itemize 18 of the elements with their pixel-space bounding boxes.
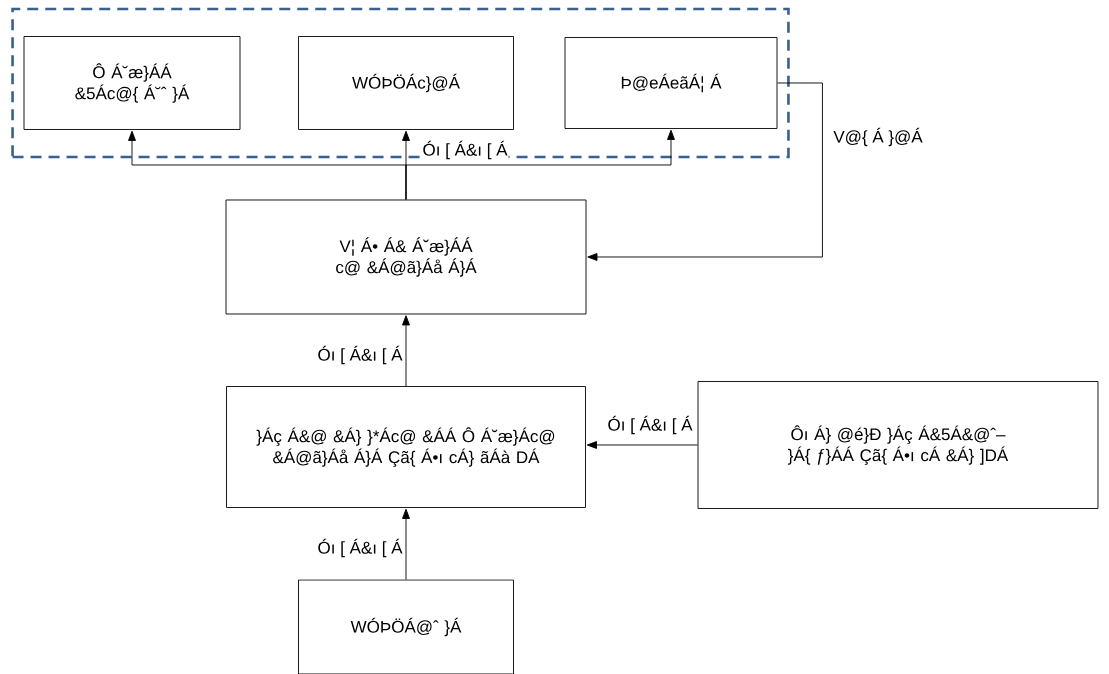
process-box: WÓÞÖÁc}@Á xyxy=(298,36,514,130)
edge-label: Óı [ Á&ı [ Á xyxy=(421,139,509,161)
edge-label: V@{ Á }@Á xyxy=(832,126,924,148)
process-box: Ôı Á} @é}Ð }Áç Á&5Á&@ˆ–}Á{ ƒ}ÁÁ Çã{ Á•ı cÁ &Á} ]DÁ xyxy=(697,381,1099,509)
group-frame xyxy=(11,7,790,159)
edge-label: Óı [ Á&ı [ Á xyxy=(316,344,404,366)
process-box: Þ@eÁeãÁ¦ Á xyxy=(564,37,778,129)
arrow xyxy=(586,441,698,449)
arrow xyxy=(587,82,823,261)
arrow xyxy=(402,508,410,580)
edge-label: Óı [ Á&ı [ Á xyxy=(316,537,404,559)
process-box: }Áç Á&@ &Á} }*Ác@ &ÁÁ Ô Á˘æ}Ác@ &Á@ã}Áå Á}Á Çã{ Á•ı cÁ} ãÁà DÁ xyxy=(226,386,586,508)
process-box: Ô Á˘æ}ÁÁ &5Ác@{ Á˘ˆ }Á xyxy=(23,36,241,130)
arrow xyxy=(405,129,675,200)
arrow xyxy=(402,315,410,387)
process-box: WÓÞÖÁ@ˆ }Á xyxy=(298,579,514,674)
process-box: V¦ Á• Á& Á˘æ}ÁÁ c@ &Á@ã}Áå Á}Á xyxy=(225,199,587,315)
edge-label: Óı [ Á&ı [ Á xyxy=(606,414,694,436)
